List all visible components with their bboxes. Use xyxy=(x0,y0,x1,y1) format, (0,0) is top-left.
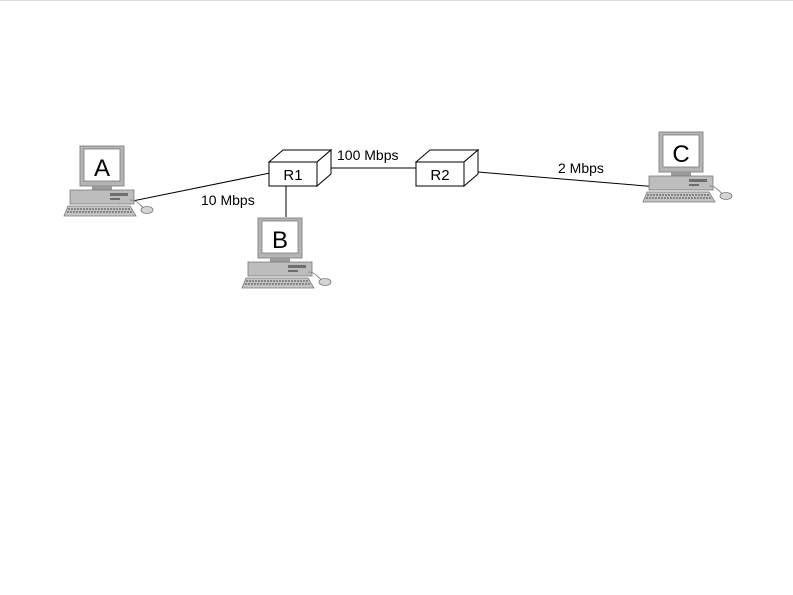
link-label-r1-r2: 100 Mbps xyxy=(337,147,398,163)
host-a-label: A xyxy=(94,155,110,182)
top-border xyxy=(0,0,793,1)
router-r2-label: R2 xyxy=(430,167,449,184)
link-label-a-r1: 10 Mbps xyxy=(201,192,255,208)
host-b: B xyxy=(241,217,332,289)
link-r2-c xyxy=(477,171,659,188)
host-a: A xyxy=(63,145,154,217)
router-r2: R2 xyxy=(414,148,480,188)
host-c-label: C xyxy=(672,141,689,168)
link-label-r2-c: 2 Mbps xyxy=(558,160,604,176)
host-c: C xyxy=(642,131,733,203)
router-r1: R1 xyxy=(267,148,333,188)
host-b-label: B xyxy=(272,227,288,254)
router-r1-label: R1 xyxy=(283,167,302,184)
link-a-r1 xyxy=(117,172,271,205)
